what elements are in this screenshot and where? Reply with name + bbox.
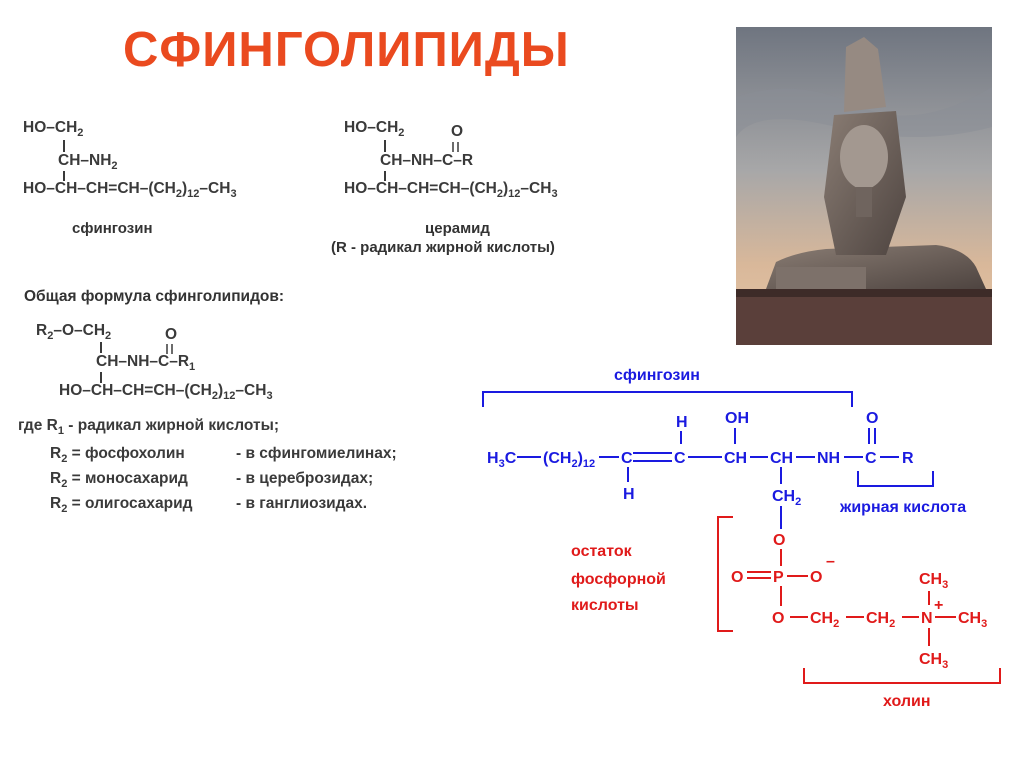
ceramide-line1: HO–CH2: [344, 119, 405, 140]
phosphate-bracket: [717, 516, 733, 632]
svg-text:–: –: [826, 553, 835, 570]
sphingosine-line3: HO–CH–CH=CH–(CH2)12–CH3: [23, 180, 237, 201]
legend-row-4: R2 = олигосахарид: [50, 495, 193, 516]
scheme-label-fatty-acid: жирная кислота: [839, 499, 966, 516]
legend-row-2-note: - в сфингомиелинах;: [236, 445, 397, 462]
svg-text:остаток: остаток: [571, 543, 633, 560]
svg-text:C: C: [621, 450, 633, 467]
svg-text:CH3: CH3: [919, 571, 948, 591]
svg-text:C: C: [865, 450, 877, 467]
general-line2: CH–NH–C–R1: [96, 353, 196, 374]
svg-text:фосфорной: фосфорной: [571, 571, 666, 588]
svg-text:O: O: [810, 569, 822, 586]
ceramide-bonds: [384, 140, 459, 181]
sphingosine-bracket: [482, 391, 853, 407]
choline-bracket: [803, 668, 1001, 684]
general-heading: Общая формула сфинголипидов:: [24, 288, 285, 305]
ceramide-caption: церамид: [425, 220, 490, 237]
svg-text:CH: CH: [770, 450, 793, 467]
svg-text:CH3: CH3: [958, 610, 987, 630]
svg-text:H3C: H3C: [487, 450, 517, 470]
svg-text:CH2: CH2: [772, 488, 801, 508]
svg-text:H: H: [676, 414, 688, 431]
sphingosine-chain: H3C (CH2)12 C C CH CH NH C R H H OH O CH…: [487, 410, 914, 508]
scheme-label-sphingosine: сфингозин: [614, 367, 700, 384]
svg-text:CH3: CH3: [919, 651, 948, 671]
page-title: СФИНГОЛИПИДЫ: [123, 23, 570, 77]
svg-text:C: C: [674, 450, 686, 467]
svg-text:+: +: [934, 597, 943, 614]
general-o-atom: O: [165, 326, 178, 343]
sphingosine-line1: HO–CH2: [23, 119, 84, 140]
svg-text:CH: CH: [724, 450, 747, 467]
svg-text:O: O: [731, 569, 743, 586]
svg-text:O: O: [772, 610, 784, 627]
svg-text:H: H: [623, 486, 635, 503]
sphinx-photo: [736, 27, 992, 345]
legend-row-3: R2 = моносахарид: [50, 470, 188, 491]
phosphate-bonds: [747, 506, 956, 646]
svg-text:P: P: [773, 569, 784, 586]
sphingosine-bonds: [63, 140, 65, 181]
svg-text:N: N: [921, 610, 933, 627]
fatty-acid-bracket: [857, 471, 934, 487]
ceramide-line2: CH–NH–C–R: [380, 152, 474, 169]
ceramide-note: (R - радикал жирной кислоты): [331, 239, 555, 256]
sphingosine-line2: CH–NH2: [58, 152, 118, 173]
general-line1: R2–O–CH2: [36, 322, 112, 343]
legend-row-2: R2 = фосфохолин: [50, 445, 185, 466]
svg-text:R: R: [902, 450, 914, 467]
legend-row-4-note: - в ганглиозидах.: [236, 495, 368, 512]
ceramide-line3: HO–CH–CH=CH–(CH2)12–CH3: [344, 180, 558, 201]
svg-text:O: O: [866, 410, 878, 427]
svg-text:OH: OH: [725, 410, 749, 427]
svg-text:CH2: CH2: [810, 610, 839, 630]
svg-text:NH: NH: [817, 450, 840, 467]
svg-text:O: O: [773, 532, 785, 549]
chain-bonds: [517, 428, 899, 484]
phosphate-group: O O P O – O CH2 CH2 N + CH3 CH3 CH3: [731, 532, 987, 671]
legend-row-1: где R1 - радикал жирной кислоты;: [18, 417, 279, 438]
svg-text:CH2: CH2: [866, 610, 895, 630]
phosphate-label: остаток фосфорной кислоты: [571, 543, 666, 614]
general-line3: HO–CH–CH=CH–(CH2)12–CH3: [59, 382, 273, 403]
ceramide-o-atom: O: [451, 123, 464, 140]
sphingosine-caption: сфингозин: [72, 220, 153, 237]
svg-text:(CH2)12: (CH2)12: [543, 450, 595, 470]
svg-text:кислоты: кислоты: [571, 597, 639, 614]
scheme-label-choline: холин: [883, 693, 931, 710]
legend-row-3-note: - в цереброзидах;: [236, 470, 374, 487]
general-bonds: [100, 342, 173, 383]
